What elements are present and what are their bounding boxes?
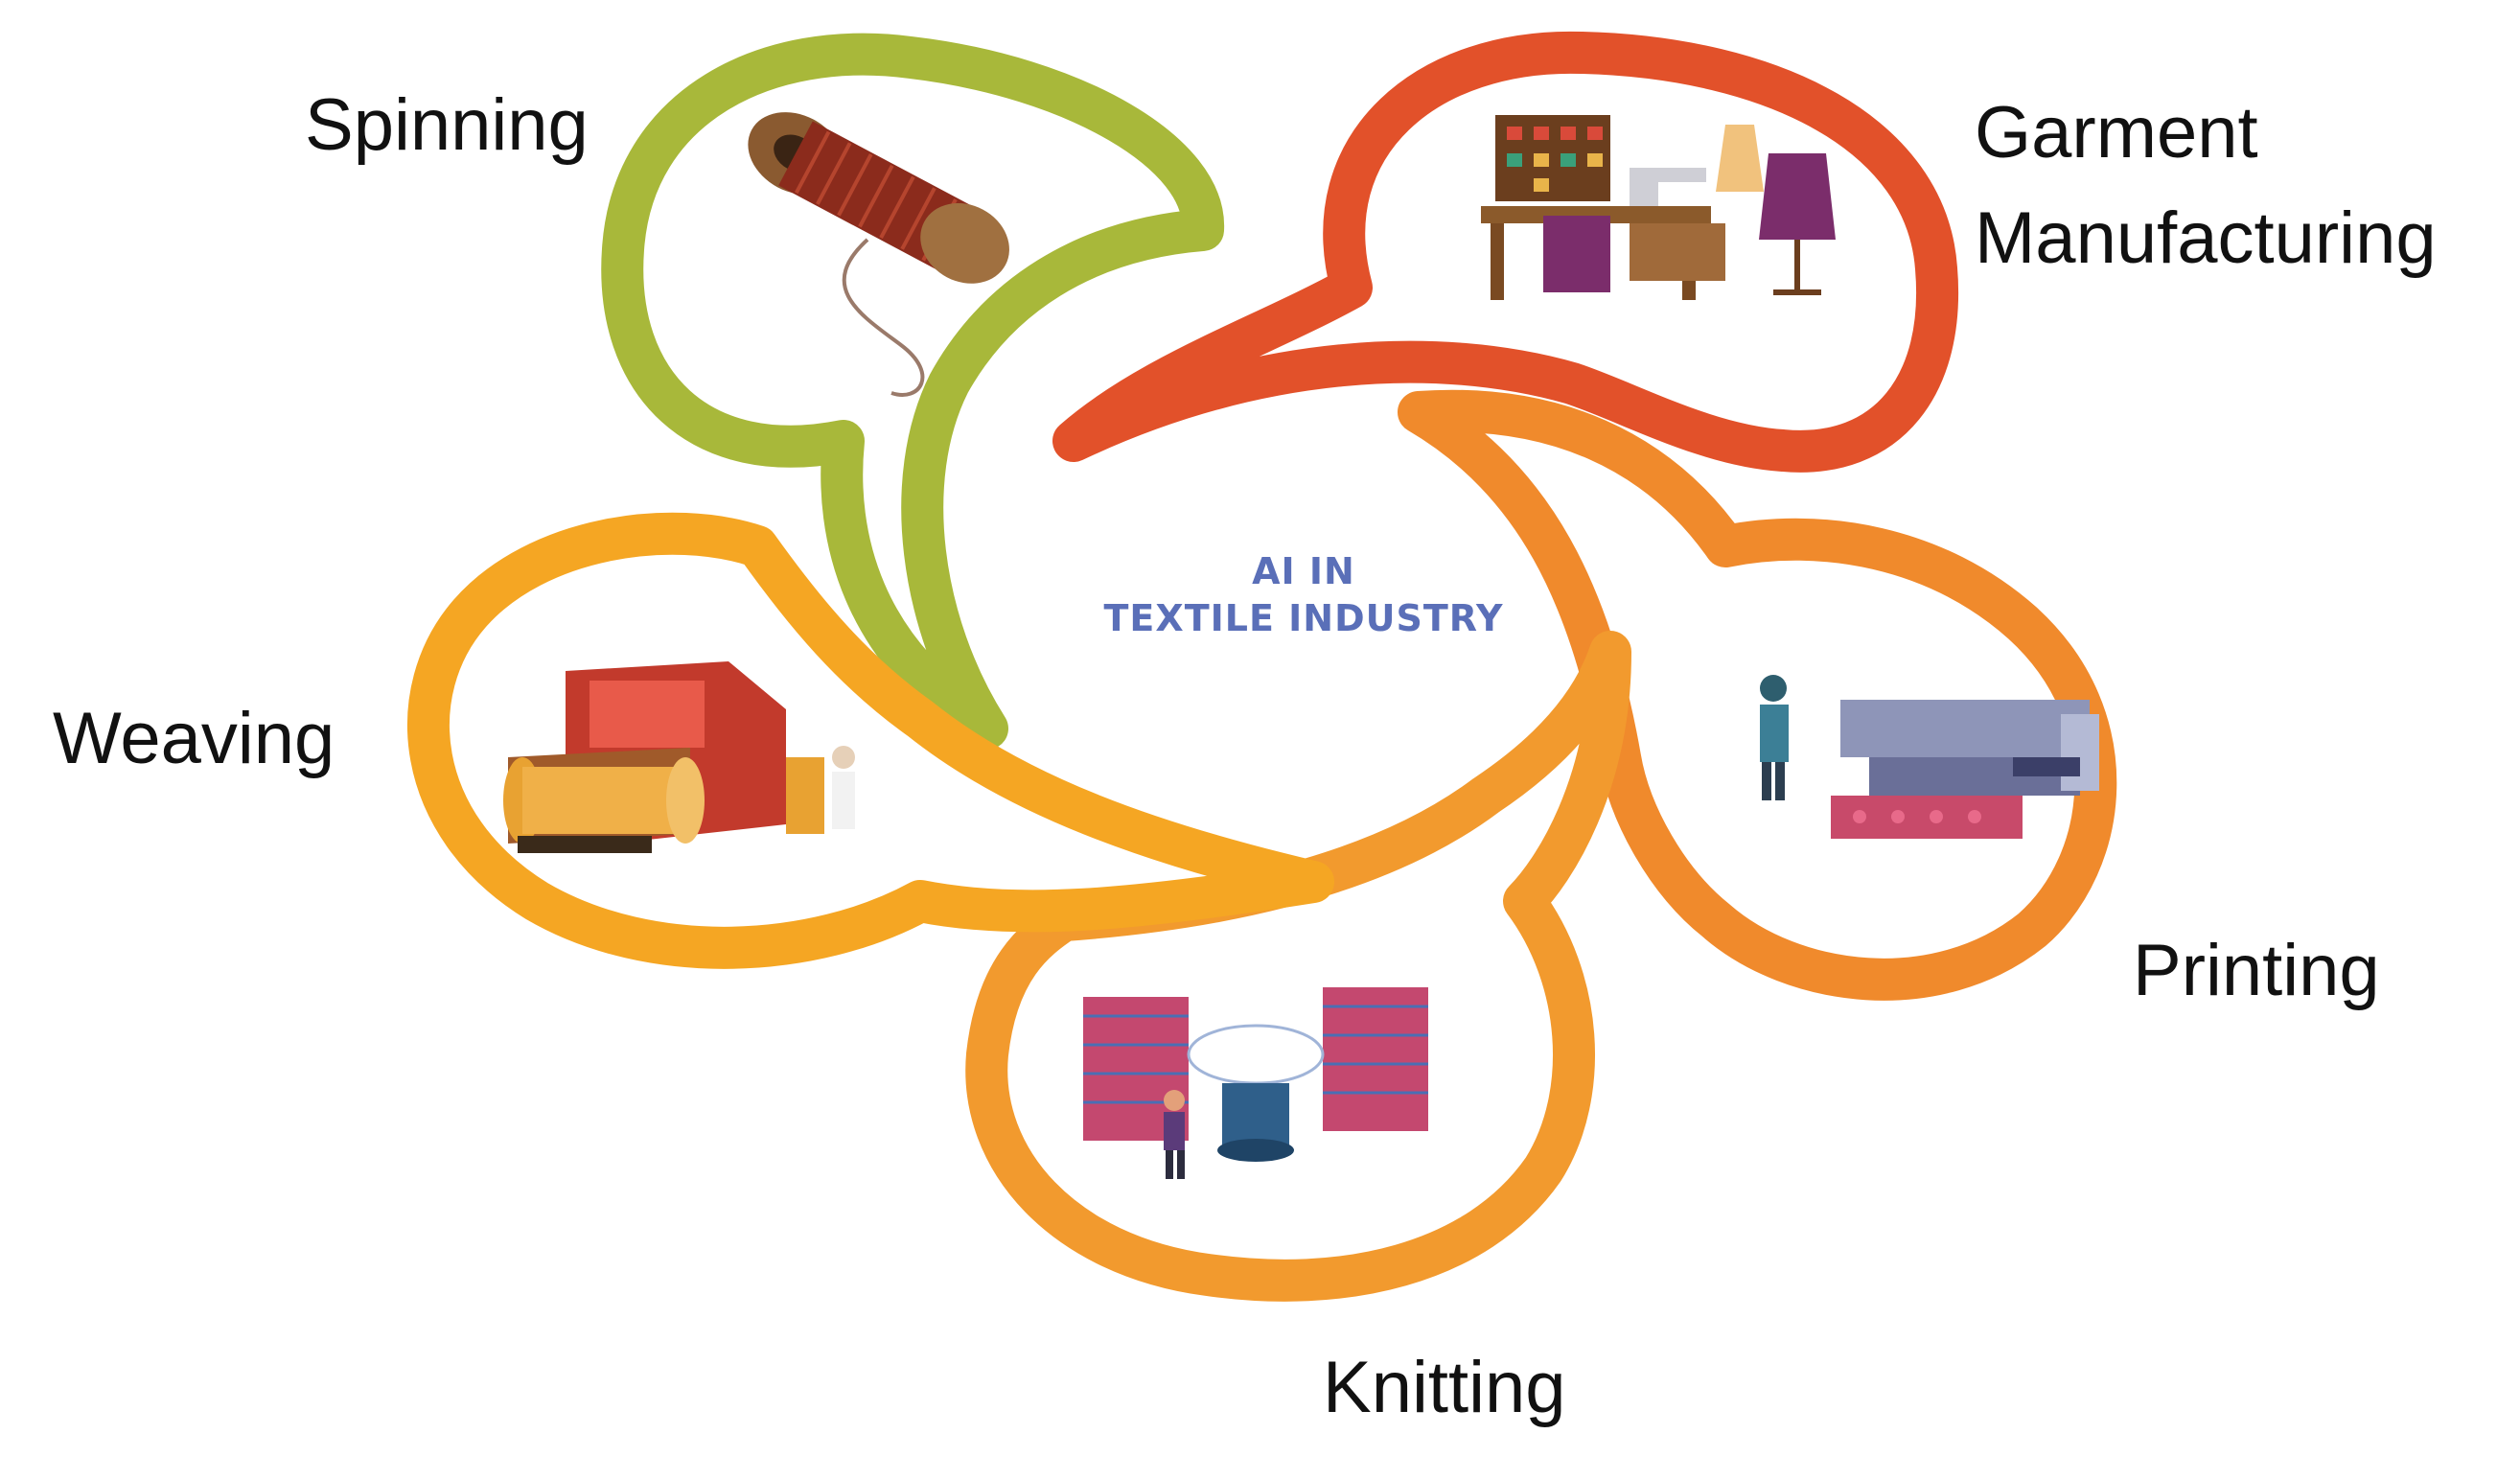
thread-spool-icon [748, 112, 1009, 284]
center-title: AI IN TEXTILE INDUSTRY [1016, 548, 1591, 643]
knitting-machine-icon [1083, 987, 1428, 1179]
garment-label-line1: Garment [1975, 92, 2258, 173]
spinning-label: Spinning [305, 84, 589, 166]
knitting-label: Knitting [1323, 1347, 1566, 1428]
garment-bubble [1052, 31, 1958, 473]
weaving-bubble [406, 512, 1334, 969]
printing-label: Printing [2133, 930, 2380, 1011]
thread-strand [842, 238, 925, 397]
center-title-line1: AI IN [1252, 550, 1355, 592]
textile-printing-machine-icon [1760, 675, 2099, 839]
spinning-bubble [601, 33, 1225, 750]
weaving-loom-icon [503, 661, 855, 853]
tailoring-workshop-icon [1481, 115, 1836, 300]
center-title-line2: TEXTILE INDUSTRY [1103, 597, 1504, 640]
weaving-label: Weaving [53, 698, 335, 779]
knitting-bubble [965, 631, 1631, 1302]
garment-label-line2: Manufacturing [1975, 197, 2437, 279]
